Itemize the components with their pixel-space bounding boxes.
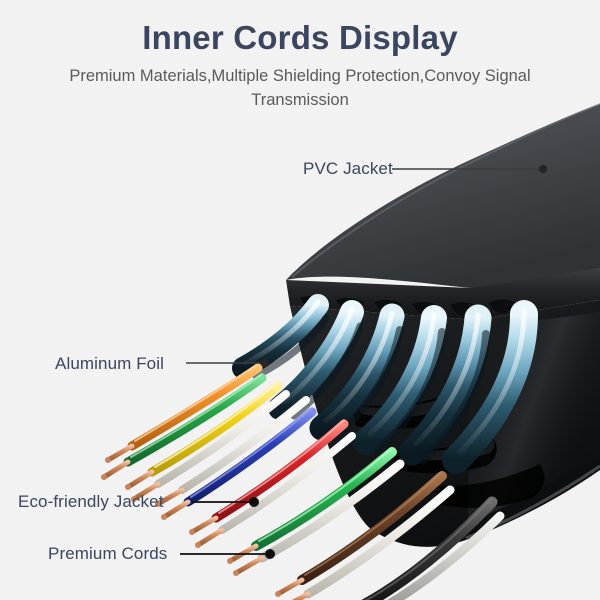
- leader-premium-cords: [180, 549, 275, 559]
- callout-label-eco-friendly-jacket: Eco-friendly Jacket: [18, 492, 164, 511]
- callout-label-aluminum-foil: Aluminum Foil: [55, 354, 164, 373]
- callout-label-premium-cords: Premium Cords: [48, 544, 168, 563]
- pvc-jacket-body: [286, 103, 600, 320]
- callout-leaders: [180, 164, 548, 559]
- page-title: Inner Cords Display: [142, 19, 458, 56]
- leader-dot-aluminum-foil: [260, 358, 270, 368]
- callout-label-pvc-jacket: PVC Jacket: [303, 159, 393, 178]
- copper-conductor-tips: [101, 457, 281, 597]
- header: Inner Cords Display Premium Materials,Mu…: [0, 0, 600, 113]
- premium-cords: [101, 363, 505, 600]
- leader-eco-friendly-jacket: [192, 497, 259, 507]
- leader-dot-premium-cords: [265, 549, 275, 559]
- leader-aluminum-foil: [186, 358, 270, 368]
- leader-pvc-jacket: [392, 164, 548, 174]
- leader-dot-eco-friendly-jacket: [249, 497, 259, 507]
- leader-dot-pvc-jacket: [538, 164, 548, 174]
- page-subtitle: Premium Materials,Multiple Shielding Pro…: [69, 67, 531, 110]
